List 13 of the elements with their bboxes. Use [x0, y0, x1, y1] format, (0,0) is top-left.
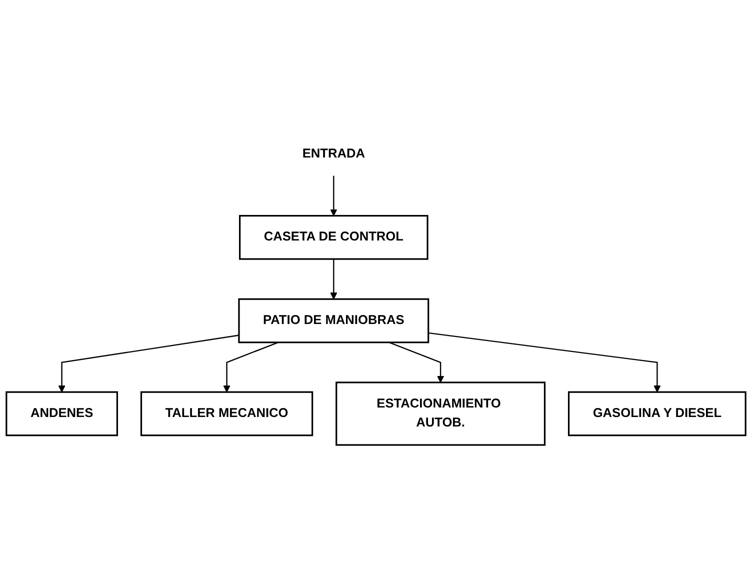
arrow: [223, 342, 278, 393]
node-box: TALLER MECANICO: [140, 392, 314, 436]
arrow: [330, 176, 338, 216]
node-box: ANDENES: [6, 392, 118, 436]
node-box: PATIO DE MANIOBRAS: [238, 298, 430, 344]
arrow: [58, 334, 240, 393]
node-box: GASOLINA Y DIESEL: [568, 392, 746, 436]
node-text: ENTRADA: [302, 147, 366, 161]
node-box: ESTACIONAMIENTO AUTOB.: [336, 382, 546, 446]
arrow: [388, 342, 444, 384]
arrow: [428, 332, 661, 393]
arrow: [330, 259, 338, 300]
node-box: CASETA DE CONTROL: [239, 215, 428, 260]
